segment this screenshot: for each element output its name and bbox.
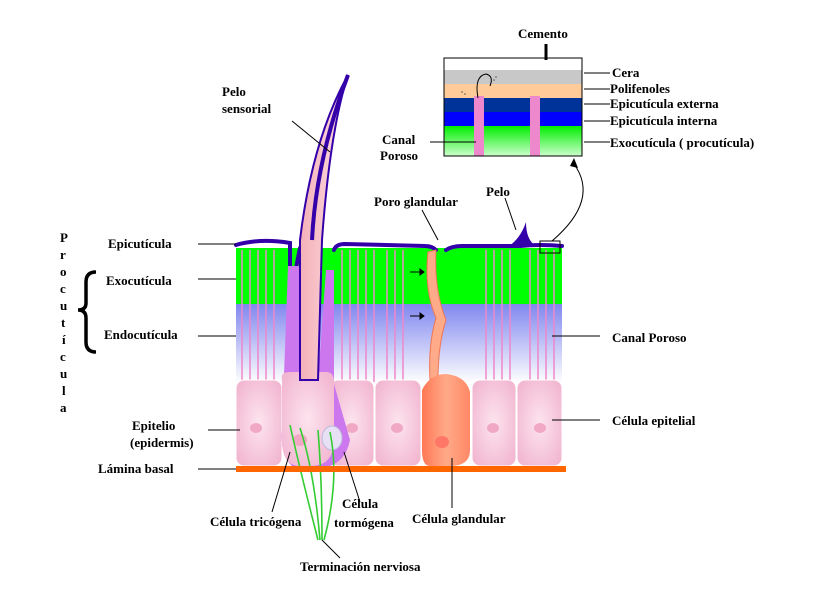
inset-diffusion-arrow: [476, 73, 492, 99]
label-celula-epitelial: Célula epitelial: [612, 413, 696, 428]
epithelial-cell: [471, 379, 517, 467]
inset-frame: [443, 57, 583, 157]
inset-exocuticle: [444, 126, 582, 156]
label-epicuticula-externa: Epicutícula externa: [610, 96, 719, 111]
glandular-nucleus: [435, 436, 449, 448]
label-canal-inset-2: Poroso: [380, 148, 418, 163]
procuticula-letter: P: [60, 230, 68, 245]
procuticula-letter: c: [60, 281, 66, 296]
inset-selector: [539, 240, 561, 254]
label-epitelio-2: (epidermis): [130, 435, 194, 450]
label-endocuticula: Endocutícula: [104, 327, 178, 342]
label-pelo-sensorial-1: Pelo: [222, 84, 246, 99]
label-celula-tormogena-1: Célula: [342, 496, 379, 511]
label-cemento: Cemento: [518, 26, 568, 41]
epithelial-cell: [374, 379, 422, 467]
inset-pore-canal: [530, 96, 540, 156]
procuticula-letter: a: [60, 400, 67, 415]
label-exocuticula-procuticula: Exocutícula ( procutícula): [610, 135, 754, 150]
cuticle-inset: [443, 44, 583, 157]
label-poro-glandular: Poro glandular: [374, 194, 458, 209]
label-terminacion-nerviosa: Terminación nerviosa: [300, 559, 421, 574]
nerve-ending: [289, 424, 335, 541]
inset-outer-epicuticle: [444, 98, 582, 112]
label-exocuticula: Exocutícula: [106, 273, 172, 288]
exocuticle-layer: [236, 248, 562, 304]
label-canal-poroso: Canal Poroso: [612, 330, 687, 345]
inset-polyphenols: [444, 84, 582, 98]
procuticula-letter: u: [60, 298, 67, 313]
epithelial-cell: [235, 379, 283, 467]
basal-lamina: [236, 466, 566, 472]
label-pelo-sensorial-2: sensorial: [222, 101, 272, 116]
procuticula-letter: t: [61, 315, 66, 330]
label-canal-inset-1: Canal: [382, 132, 416, 147]
leader-lines: [198, 72, 610, 559]
pore-canals: [241, 250, 555, 382]
label-polifenoles: Polifenoles: [610, 81, 670, 96]
label-lamina-basal: Lámina basal: [98, 461, 174, 476]
procuticula-letter: c: [60, 349, 66, 364]
label-celula-tormogena-2: tormógena: [334, 515, 394, 530]
inset-inner-epicuticle: [444, 112, 582, 126]
label-celula-tricogena: Célula tricógena: [210, 514, 302, 529]
sensory-hair-edge: [310, 74, 350, 241]
label-epicuticula-interna: Epicutícula interna: [610, 113, 718, 128]
gland: [410, 249, 470, 466]
cuticle-block: [234, 238, 564, 383]
small-hair: [506, 222, 536, 248]
label-epicuticula: Epicutícula: [108, 236, 172, 251]
epicuticle-layer: [234, 238, 564, 270]
sensory-hair-organ: [281, 74, 350, 541]
labels: Cemento Cera Polifenoles Epicutícula ext…: [60, 26, 754, 574]
secretion-arrows: [410, 268, 425, 320]
procuticula-letter: l: [62, 383, 66, 398]
inset-pore-canal: [474, 96, 484, 156]
label-epitelio-1: Epitelio: [132, 418, 175, 433]
procuticula-letter: u: [60, 366, 67, 381]
procuticula-letter: í: [62, 332, 66, 347]
label-cera: Cera: [612, 65, 640, 80]
inset-arrowhead: [570, 158, 578, 168]
procuticula-brace: [77, 270, 97, 354]
label-celula-glandular: Célula glandular: [412, 511, 506, 526]
glandular-cell: [422, 374, 470, 466]
procuticula-letter: o: [60, 264, 67, 279]
inset-arrow: [551, 163, 584, 242]
label-pelo: Pelo: [486, 184, 510, 199]
procuticula-letter: r: [60, 247, 66, 262]
epithelial-cell: [516, 379, 563, 467]
inset-dots: [461, 76, 497, 95]
cell-nuclei: [250, 423, 546, 433]
inset-wax: [444, 70, 582, 84]
